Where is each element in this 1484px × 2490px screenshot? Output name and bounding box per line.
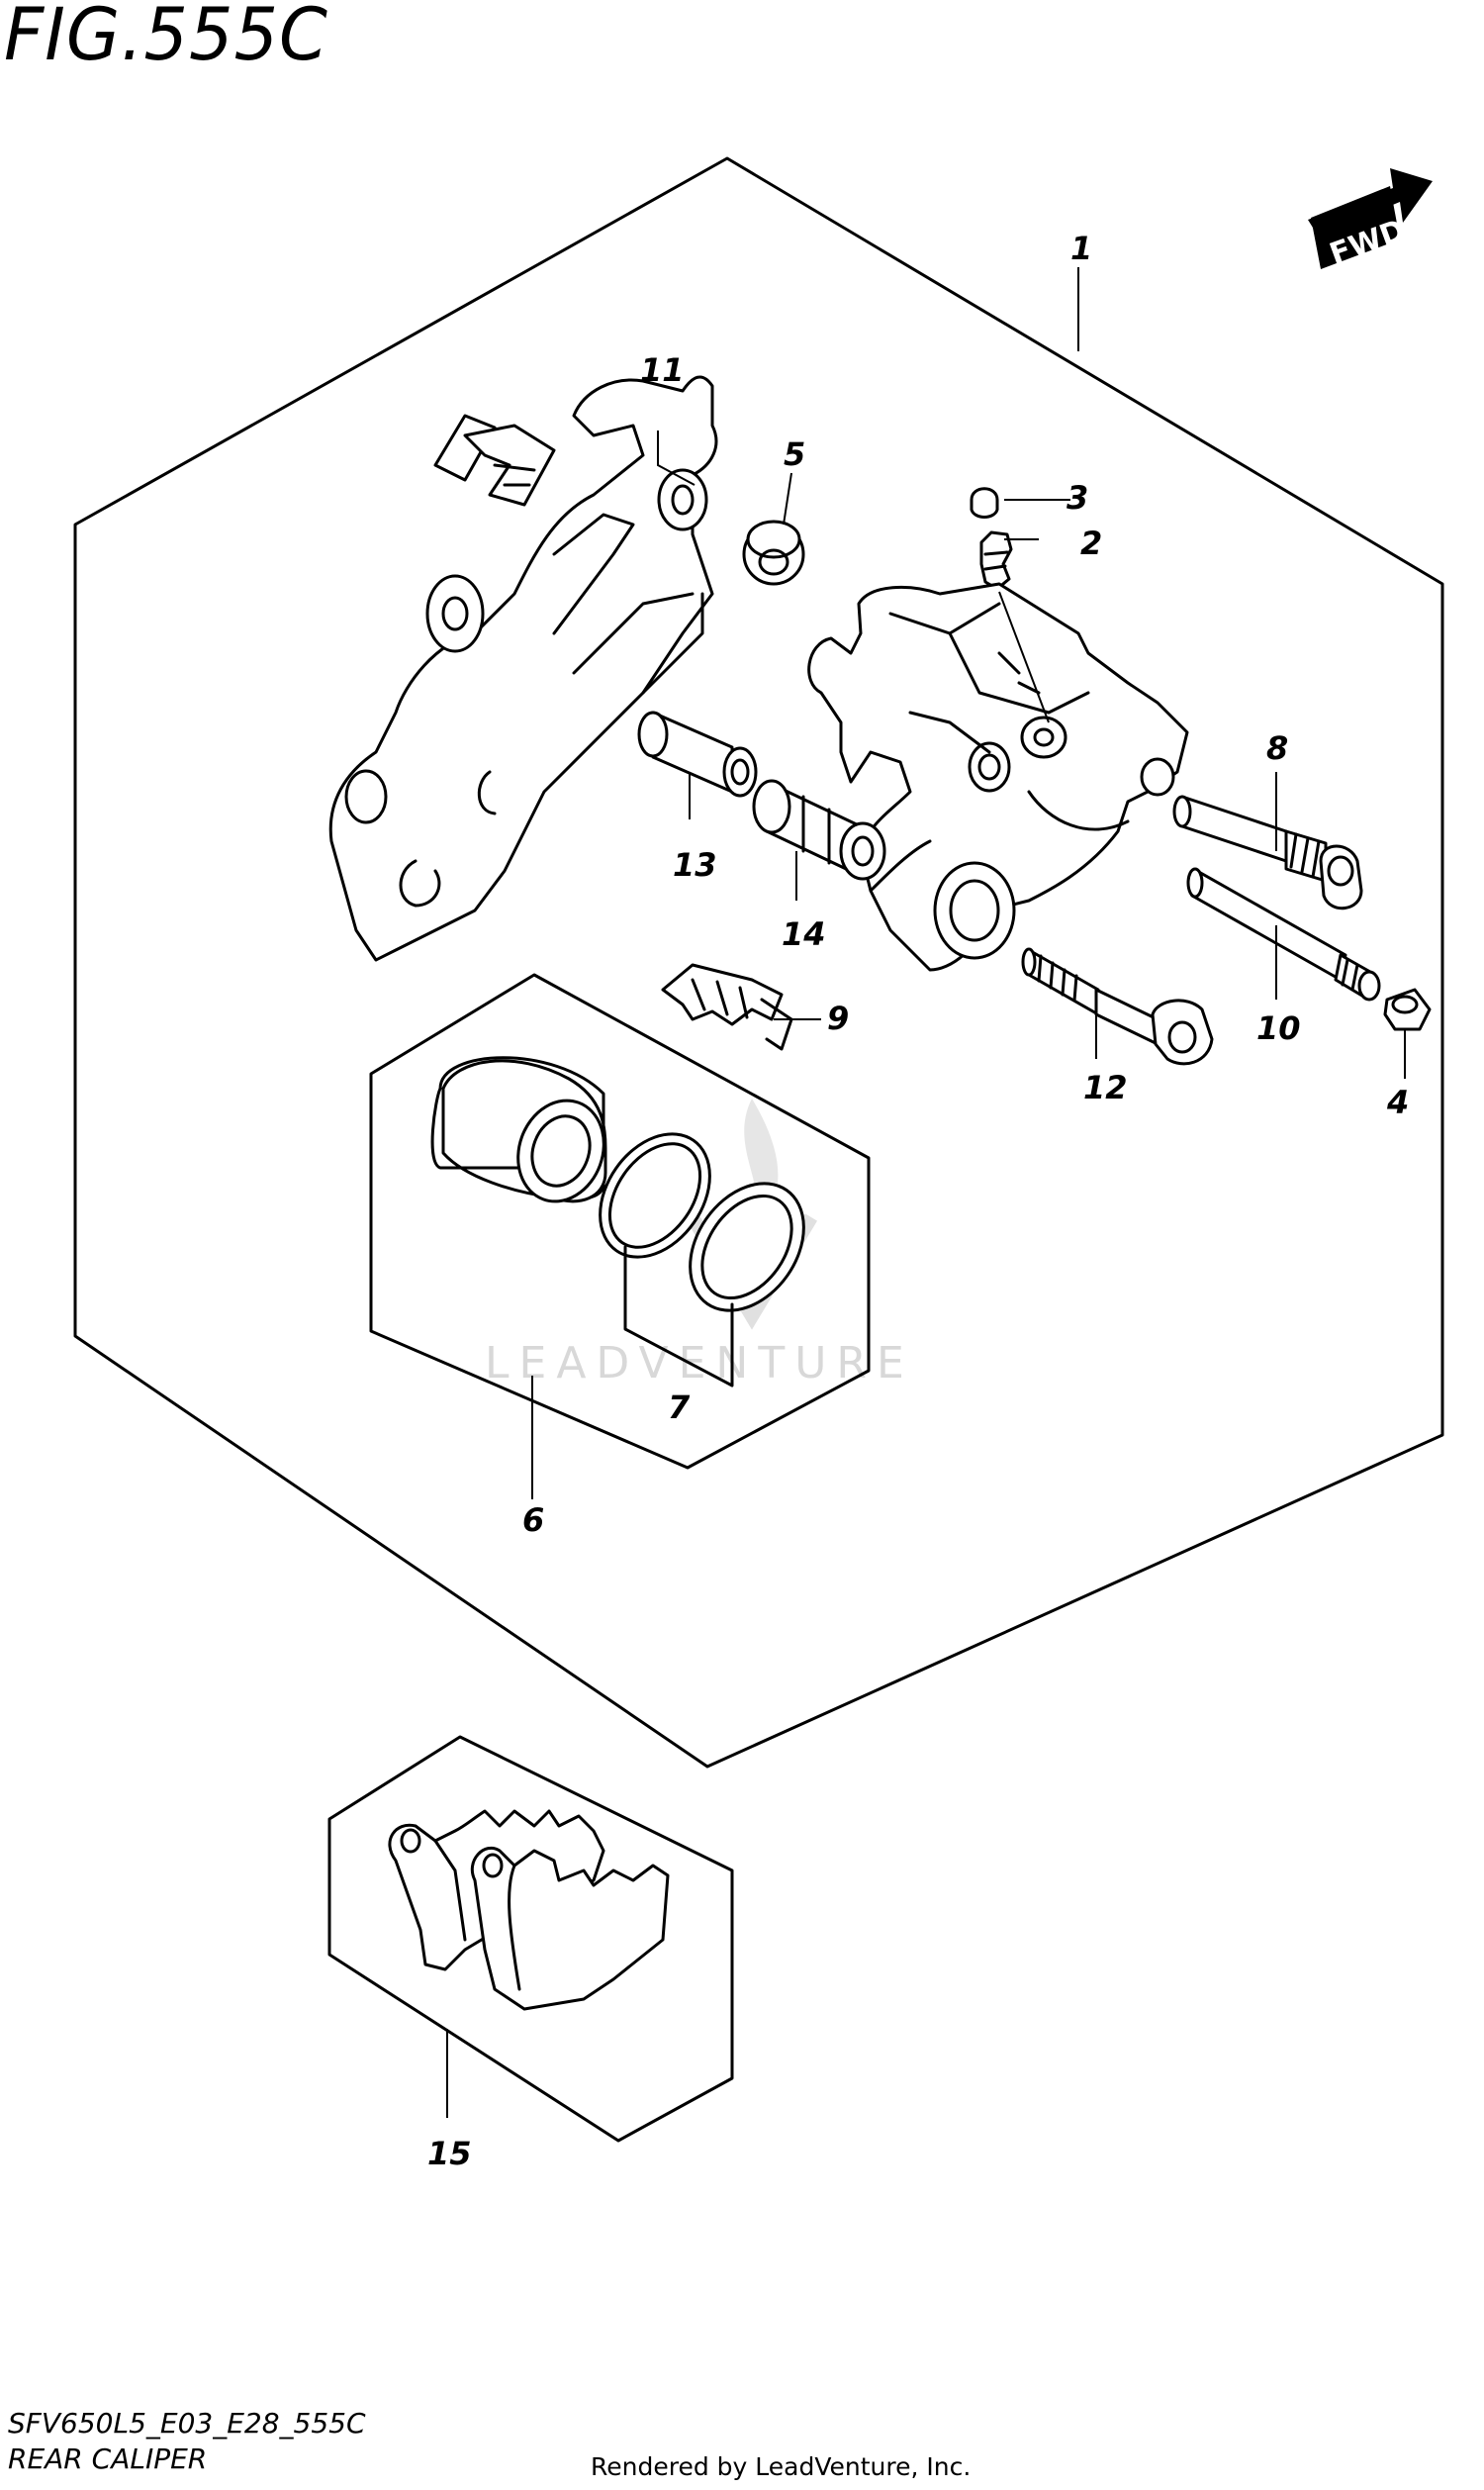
callout-2: 2: [1080, 525, 1102, 562]
long-pin-part: [1186, 867, 1381, 1002]
watermark-text: LEADVENTURE: [485, 1338, 914, 1389]
model-code: SFV650L5_E03_E28_555C: [8, 2407, 366, 2440]
callout-8: 8: [1266, 729, 1288, 767]
callout-3: 3: [1067, 479, 1088, 517]
diagram-caption: REAR CALIPER: [8, 2442, 208, 2475]
footer-credit: Rendered by LeadVenture, Inc.: [591, 2452, 972, 2481]
fwd-arrow-icon: FWD: [1308, 168, 1433, 272]
piston-part: [430, 1056, 607, 1203]
piston-kit-outline: [369, 973, 871, 1470]
callout-7: 7: [668, 1389, 691, 1426]
callout-12: 12: [1083, 1069, 1128, 1106]
leader-lines: [446, 267, 1406, 2118]
callout-15: 15: [427, 2135, 472, 2172]
brake-pads-part: [388, 1809, 670, 2011]
callout-5: 5: [784, 435, 805, 473]
figure-title: FIG.555C: [4, 0, 328, 78]
callout-6: 6: [522, 1501, 544, 1539]
seal-bracket-line: [623, 1245, 734, 1388]
callout-4: 4: [1386, 1084, 1409, 1121]
pad-spring-part: [661, 963, 793, 1051]
callout-10: 10: [1256, 1009, 1301, 1047]
plug-part: [1383, 988, 1432, 1031]
dust-seal-part: [689, 1182, 805, 1312]
callout-1: 1: [1070, 230, 1092, 267]
bleeder-valve-part: [979, 530, 1013, 591]
slide-pin-part: [637, 711, 758, 798]
bolt-lower-part: [1021, 947, 1214, 1066]
caliper-body-part: [807, 582, 1189, 972]
pad-kit-outline: [327, 1735, 734, 2143]
callout-13: 13: [673, 846, 717, 884]
assembly-outline: [73, 156, 1444, 1769]
callout-14: 14: [782, 915, 826, 953]
piston-seal-part: [599, 1132, 711, 1259]
bleeder-cap-part: [970, 487, 999, 519]
callout-9: 9: [827, 1000, 849, 1037]
bolt-upper-part: [1172, 795, 1363, 910]
callout-labels: 1 2 3 4 5 6 7 8 9 10 11 12 13 14 15: [427, 230, 1409, 2172]
callout-11: 11: [640, 351, 685, 389]
pin-boot-part: [752, 779, 886, 881]
boot-part: [742, 520, 805, 586]
